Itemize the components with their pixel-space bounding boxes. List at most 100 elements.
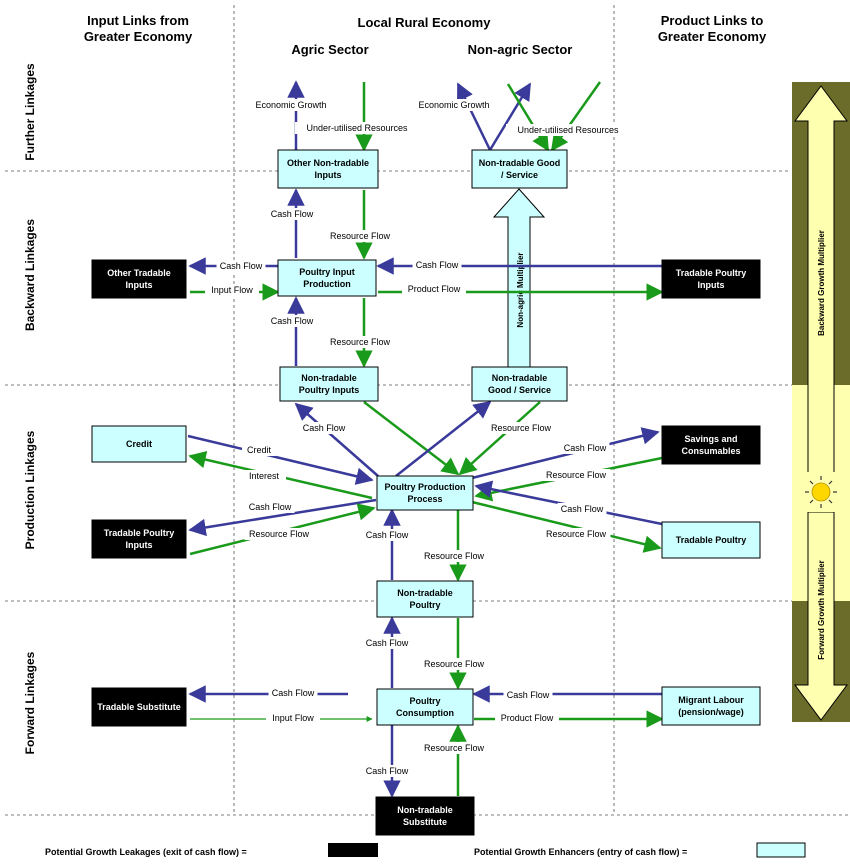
box-migrant-labour: Migrant Labour (pension/wage) bbox=[661, 686, 761, 726]
box-frame bbox=[91, 425, 187, 463]
box-text: Poultry Input bbox=[299, 267, 355, 277]
flow-label-resourceflow-savings: Resource Flow bbox=[546, 470, 607, 480]
box-tradable-substitute: Tradable Substitute bbox=[91, 687, 187, 727]
box-text: Savings and bbox=[684, 434, 737, 444]
backward-multiplier-label: Backward Growth Multiplier bbox=[817, 230, 826, 336]
box-text: Poultry Inputs bbox=[299, 385, 360, 395]
nonagric-multiplier-label: Non-agric Multiplier bbox=[516, 252, 525, 327]
label-background bbox=[419, 658, 489, 670]
arrow-credit bbox=[187, 434, 374, 485]
arrow-cashflow-3b bbox=[395, 400, 492, 477]
box-text: Credit bbox=[126, 439, 152, 449]
box-text: Inputs bbox=[698, 280, 725, 290]
label-background bbox=[412, 259, 462, 271]
label-background bbox=[362, 529, 412, 541]
header-agric-sector: Agric Sector bbox=[291, 42, 368, 57]
flow-label-cashflow-tp-right: Cash Flow bbox=[561, 504, 604, 514]
flow-label-resourceflow-6: Resource Flow bbox=[424, 743, 485, 753]
flow-label-productflow-ml: Product Flow bbox=[501, 713, 554, 723]
flow-label-inputflow-ts: Input Flow bbox=[272, 713, 314, 723]
flow-label-resourceflow-tp-right: Resource Flow bbox=[546, 529, 607, 539]
arrow-resourceflow-3b bbox=[458, 401, 541, 476]
label-background bbox=[205, 284, 259, 296]
box-text: Production bbox=[303, 279, 351, 289]
box-text: Non-tradable bbox=[397, 805, 453, 815]
row-backward-linkages: Backward Linkages bbox=[23, 219, 37, 331]
flow-label-cashflow-6: Cash Flow bbox=[366, 766, 409, 776]
arrow-economic-growth-nonagric-1 bbox=[456, 82, 492, 151]
arrow-underutilised-nonagric-2 bbox=[550, 81, 602, 152]
label-background bbox=[402, 283, 466, 295]
box-frame bbox=[91, 259, 187, 299]
arrow-resourceflow-3a bbox=[363, 401, 460, 476]
flow-label-cashflow-savings: Cash Flow bbox=[564, 443, 607, 453]
legend-enhancers-label: Potential Growth Enhancers (entry of cas… bbox=[474, 847, 687, 857]
box-frame bbox=[376, 580, 474, 618]
box-frame bbox=[91, 687, 187, 727]
label-background bbox=[495, 712, 559, 724]
label-background bbox=[267, 208, 317, 220]
label-background bbox=[216, 260, 266, 272]
flow-label-cashflow-3: Cash Flow bbox=[303, 423, 346, 433]
flow-label-economic-growth-agric: Economic Growth bbox=[255, 100, 326, 110]
box-text: Poultry bbox=[409, 600, 440, 610]
box-frame bbox=[277, 259, 377, 297]
flow-label-underutilised-nonagric: Under-utilised Resources bbox=[517, 125, 619, 135]
box-text: Non-tradable bbox=[492, 373, 548, 383]
box-text: / Service bbox=[501, 170, 538, 180]
header-nonagric-sector: Non-agric Sector bbox=[468, 42, 573, 57]
flow-label-resourceflow-5: Resource Flow bbox=[424, 659, 485, 669]
flow-label-cashflow-tp-left: Cash Flow bbox=[249, 502, 292, 512]
label-background bbox=[295, 122, 419, 134]
box-text: Migrant Labour bbox=[678, 695, 744, 705]
label-background bbox=[267, 315, 317, 327]
box-frame bbox=[661, 259, 761, 299]
legend: Potential Growth Leakages (exit of cash … bbox=[45, 842, 806, 858]
row-production-linkages: Production Linkages bbox=[23, 430, 37, 549]
flow-label-cashflow-left-pip: Cash Flow bbox=[220, 261, 263, 271]
label-background bbox=[242, 444, 276, 456]
box-text: Inputs bbox=[315, 170, 342, 180]
label-background bbox=[560, 442, 610, 454]
flow-label-cashflow-ml: Cash Flow bbox=[507, 690, 550, 700]
forward-multiplier-label: Forward Growth Multiplier bbox=[817, 560, 826, 660]
legend-leakages-label: Potential Growth Leakages (exit of cash … bbox=[45, 847, 247, 857]
label-background bbox=[486, 422, 556, 434]
label-background bbox=[414, 99, 494, 111]
box-text: Inputs bbox=[126, 280, 153, 290]
box-text: (pension/wage) bbox=[678, 707, 744, 717]
label-background bbox=[503, 689, 553, 701]
header-product-links-2: Greater Economy bbox=[658, 29, 767, 44]
flow-label-economic-growth-nonagric: Economic Growth bbox=[418, 100, 489, 110]
header-local-economy: Local Rural Economy bbox=[358, 15, 492, 30]
label-background bbox=[242, 470, 286, 482]
box-tradable-poultry: Tradable Poultry bbox=[661, 521, 761, 559]
flow-label-resourceflow-2: Resource Flow bbox=[330, 337, 391, 347]
arrow-cashflow-3a bbox=[294, 402, 379, 477]
label-background bbox=[506, 124, 630, 136]
flow-label-underutilised-agric: Under-utilised Resources bbox=[306, 123, 408, 133]
flow-label-cashflow-5: Cash Flow bbox=[366, 638, 409, 648]
box-text: Tradable Substitute bbox=[97, 702, 181, 712]
flow-label-cashflow-ts: Cash Flow bbox=[272, 688, 315, 698]
box-text: Poultry Production bbox=[385, 482, 466, 492]
flow-label-credit-lbl: Credit bbox=[247, 445, 272, 455]
box-nontradable-good-top: Non-tradable Good/ Service bbox=[471, 149, 568, 189]
box-text: Poultry bbox=[409, 696, 440, 706]
box-text: Substitute bbox=[403, 817, 447, 827]
arrow-cashflow-savings bbox=[471, 427, 660, 480]
label-background bbox=[325, 230, 395, 242]
box-text: Inputs bbox=[126, 540, 153, 550]
header-product-links-1: Product Links to bbox=[661, 13, 764, 28]
